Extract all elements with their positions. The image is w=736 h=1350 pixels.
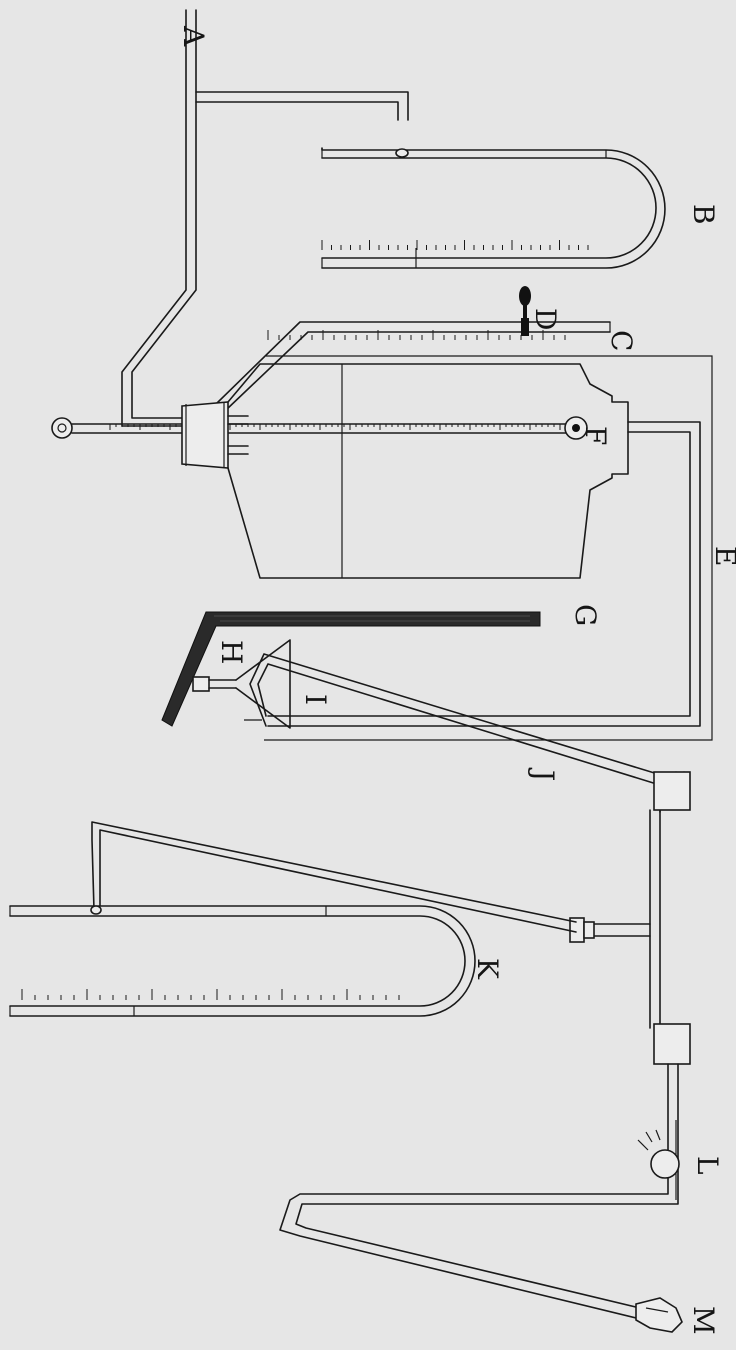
label-g: G [569,604,602,626]
label-e: E [709,546,736,566]
funnel-i [192,639,291,729]
label-f: F [579,426,612,445]
label-d: D [529,308,562,330]
bulb-l [637,1129,680,1179]
tube-l [279,1063,679,1319]
tube-j [249,653,685,791]
label-a: A [177,25,210,47]
manometer-k [9,905,476,1017]
manometer-b-scale [321,240,589,250]
label-b: B [687,204,720,225]
tube-a [121,9,409,427]
t-piece [569,771,691,1065]
label-m: M [687,1306,720,1335]
rod-h [161,611,541,727]
label-i: I [299,694,332,705]
manometer-k-scale [21,989,400,1000]
tube-to-k [91,821,577,933]
stopper [181,401,249,469]
tube-c [215,321,611,427]
thermometer-f [51,416,588,440]
clamp-d [519,286,531,336]
label-j: J [527,767,560,781]
manometer-b [321,147,666,269]
frame-e [264,355,713,741]
label-k: K [471,958,504,980]
thermometer-f-scale [109,424,561,430]
diagram-labels: A B C D E F G H I J K L M [177,25,736,1335]
label-c: C [605,330,638,351]
label-l: L [691,1156,724,1175]
bottle-g-scale [267,330,566,340]
label-h: H [215,640,248,664]
bottle-g [227,330,701,727]
nozzle-m [635,1297,683,1333]
